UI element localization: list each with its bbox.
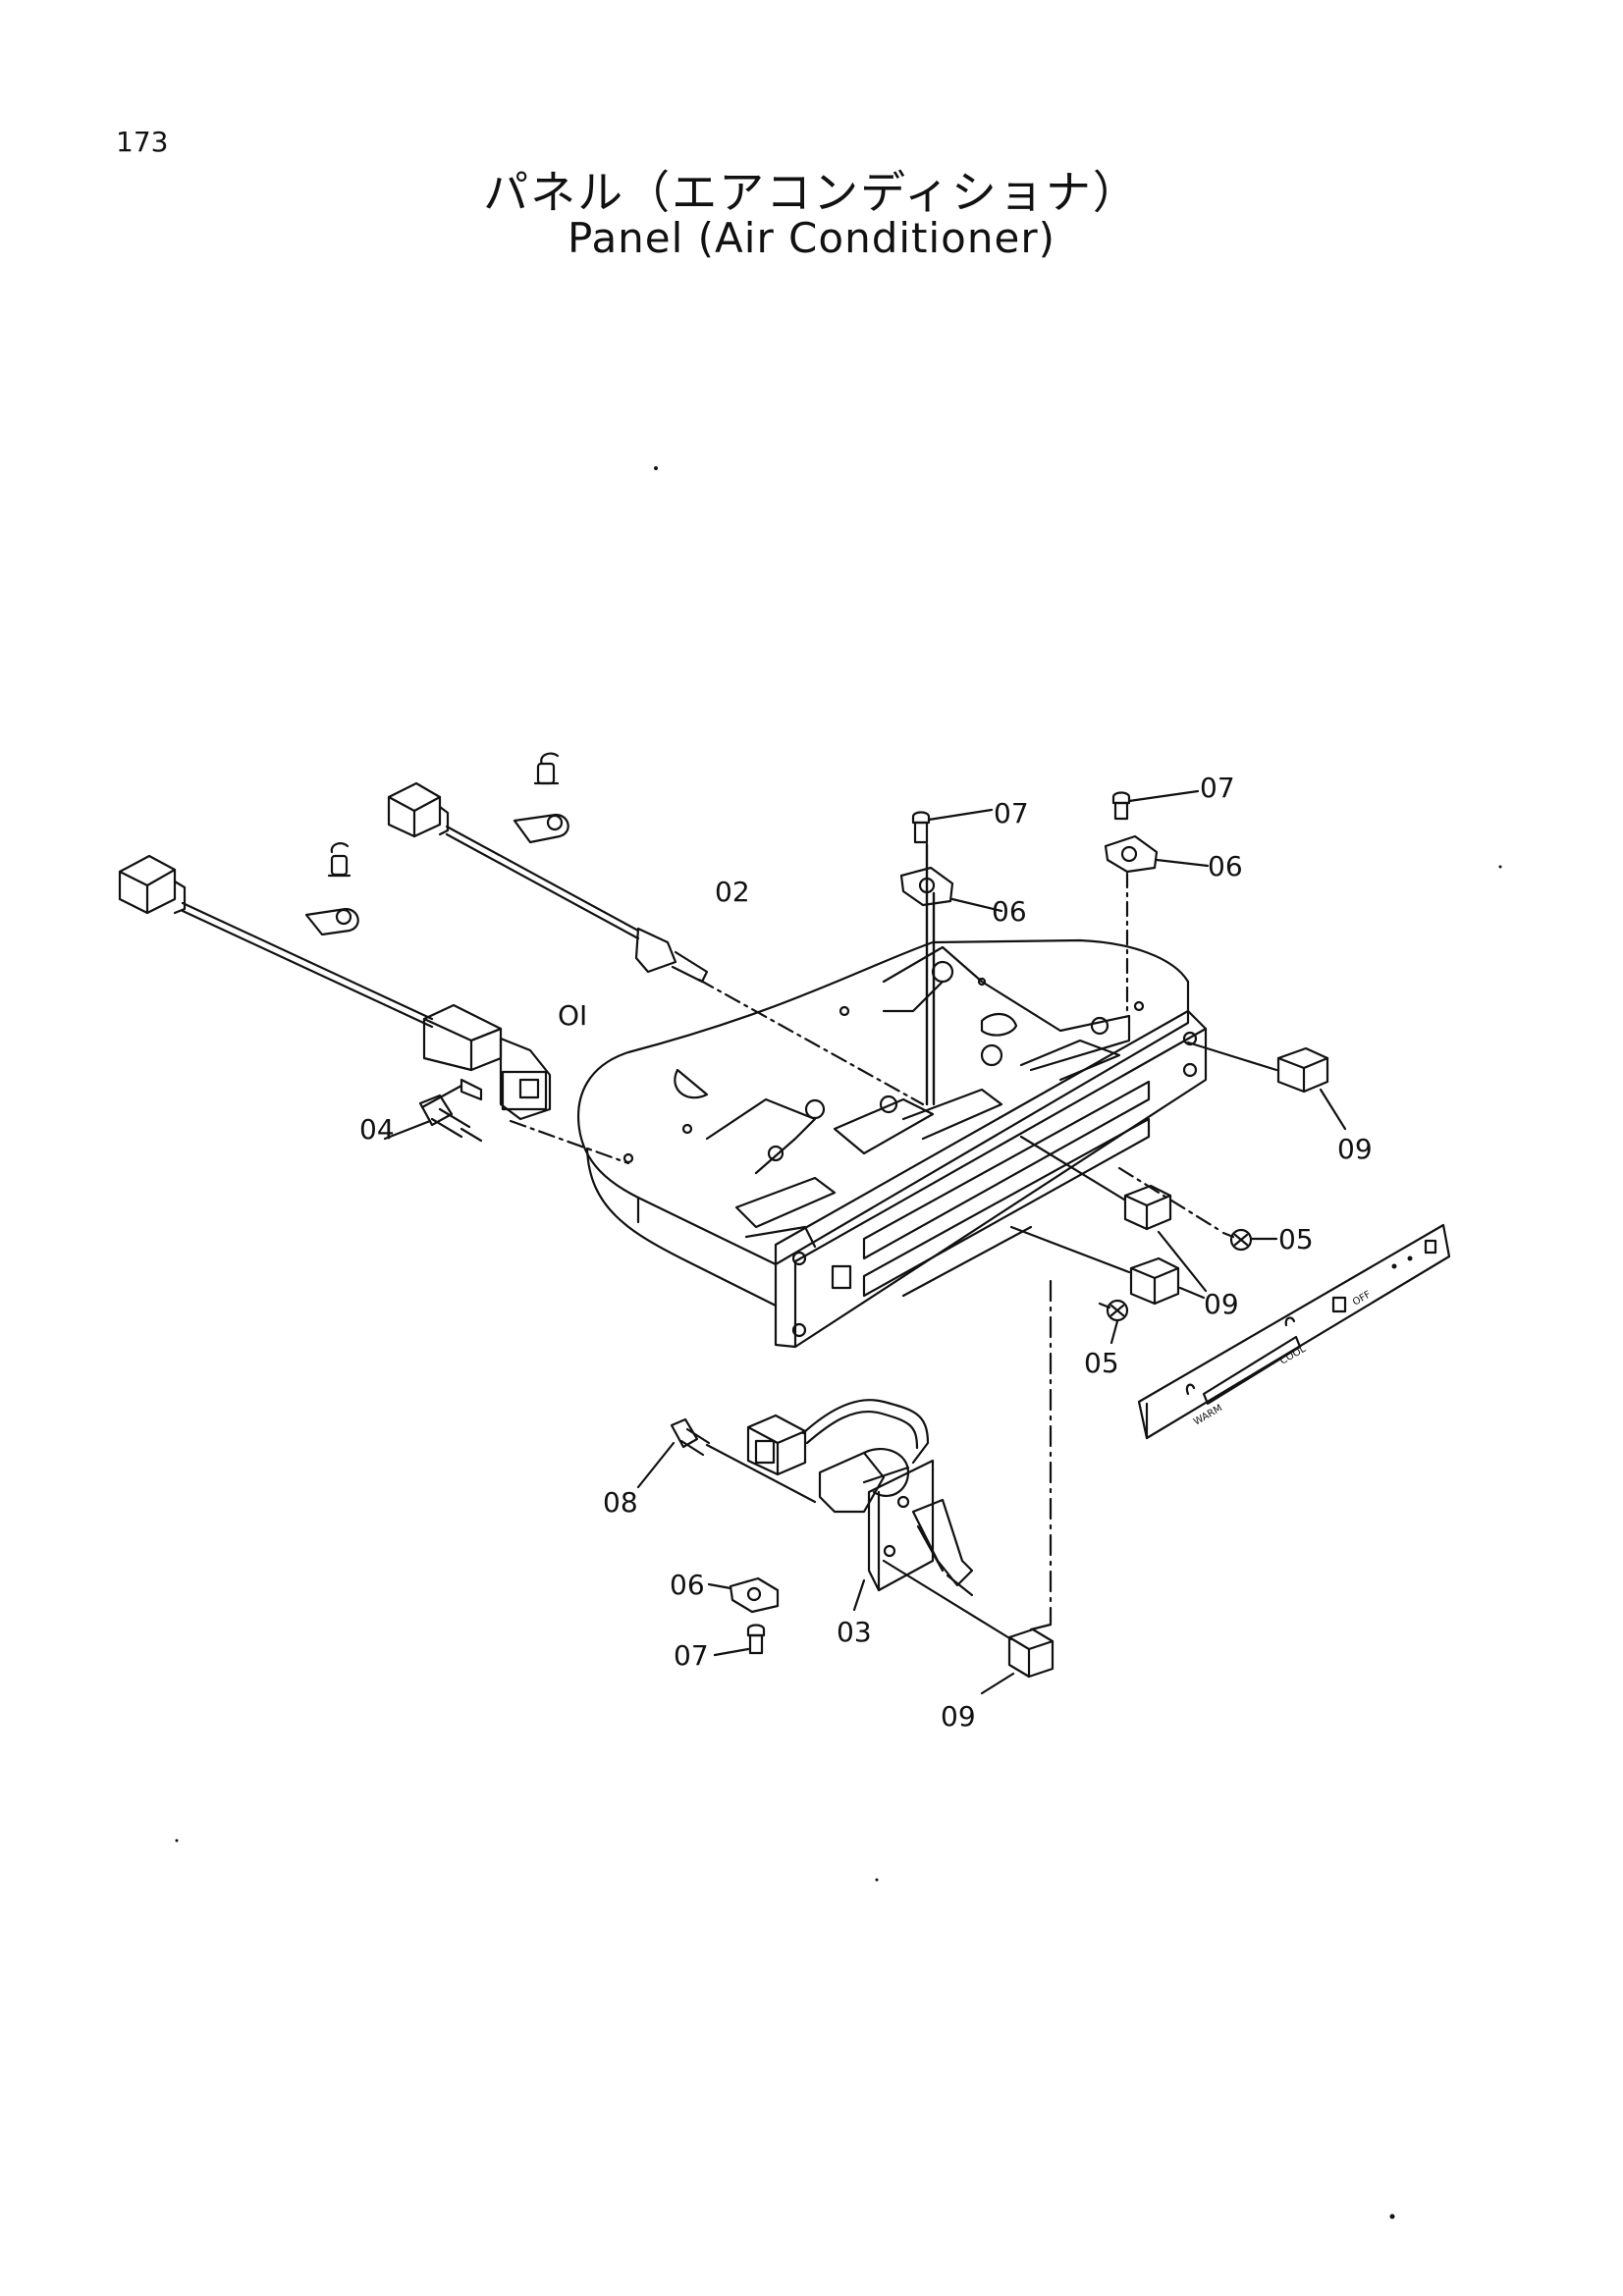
callout-06-right: 06 [1208,850,1243,882]
callout-07-bottom: 07 [674,1639,709,1672]
part-06-07-bottom-clamp [707,1576,780,1657]
scan-specks [175,466,1502,2219]
callout-01: OI [558,999,587,1032]
control-unit-body [577,938,1208,1349]
part-09-knobs [980,1041,1347,1695]
page-title-english: Panel (Air Conditioner) [568,214,1055,262]
callout-09-right: 09 [1337,1133,1373,1165]
callout-labels: OI 02 03 04 05 05 06 06 06 07 07 07 08 0… [359,772,1373,1733]
control-face-plate: WARM COOL OFF [1137,1223,1451,1440]
callout-07-right: 07 [1200,772,1235,804]
face-plate-warm-label: WARM [1192,1403,1224,1427]
part-03-fan-switch [746,1399,1013,1641]
callout-05-upper: 05 [1278,1223,1314,1255]
page-title-japanese: パネル（エアコンディショナ） [483,166,1140,219]
part-01-sensor-harness [118,854,552,1121]
part-08-screw [636,1417,817,1504]
part-06-07-center-clamp [899,808,1003,1106]
callout-06-center: 06 [992,895,1027,928]
face-plate-cool-label: COOL [1278,1344,1308,1367]
callout-02: 02 [715,876,750,908]
callout-09-middle: 09 [1204,1288,1239,1320]
assembly-line [1029,1623,1053,1631]
part-05-screws [1098,1166,1278,1345]
part-02-sensor-harness [387,781,709,984]
callout-06-bottom: 06 [670,1569,705,1601]
assembly-line [509,1119,630,1165]
callout-07-center: 07 [994,797,1029,829]
part-04-screw [383,1094,483,1143]
callout-05-lower: 05 [1084,1347,1119,1379]
assembly-line [697,978,925,1106]
callout-09-bottom: 09 [941,1700,976,1733]
harness-clamp-screws [304,752,569,936]
callout-04: 04 [359,1113,395,1146]
callout-08: 08 [603,1486,638,1519]
page-number: 173 [116,126,169,158]
part-06-07-right-clamp [1104,789,1210,1013]
callout-03: 03 [837,1616,872,1648]
